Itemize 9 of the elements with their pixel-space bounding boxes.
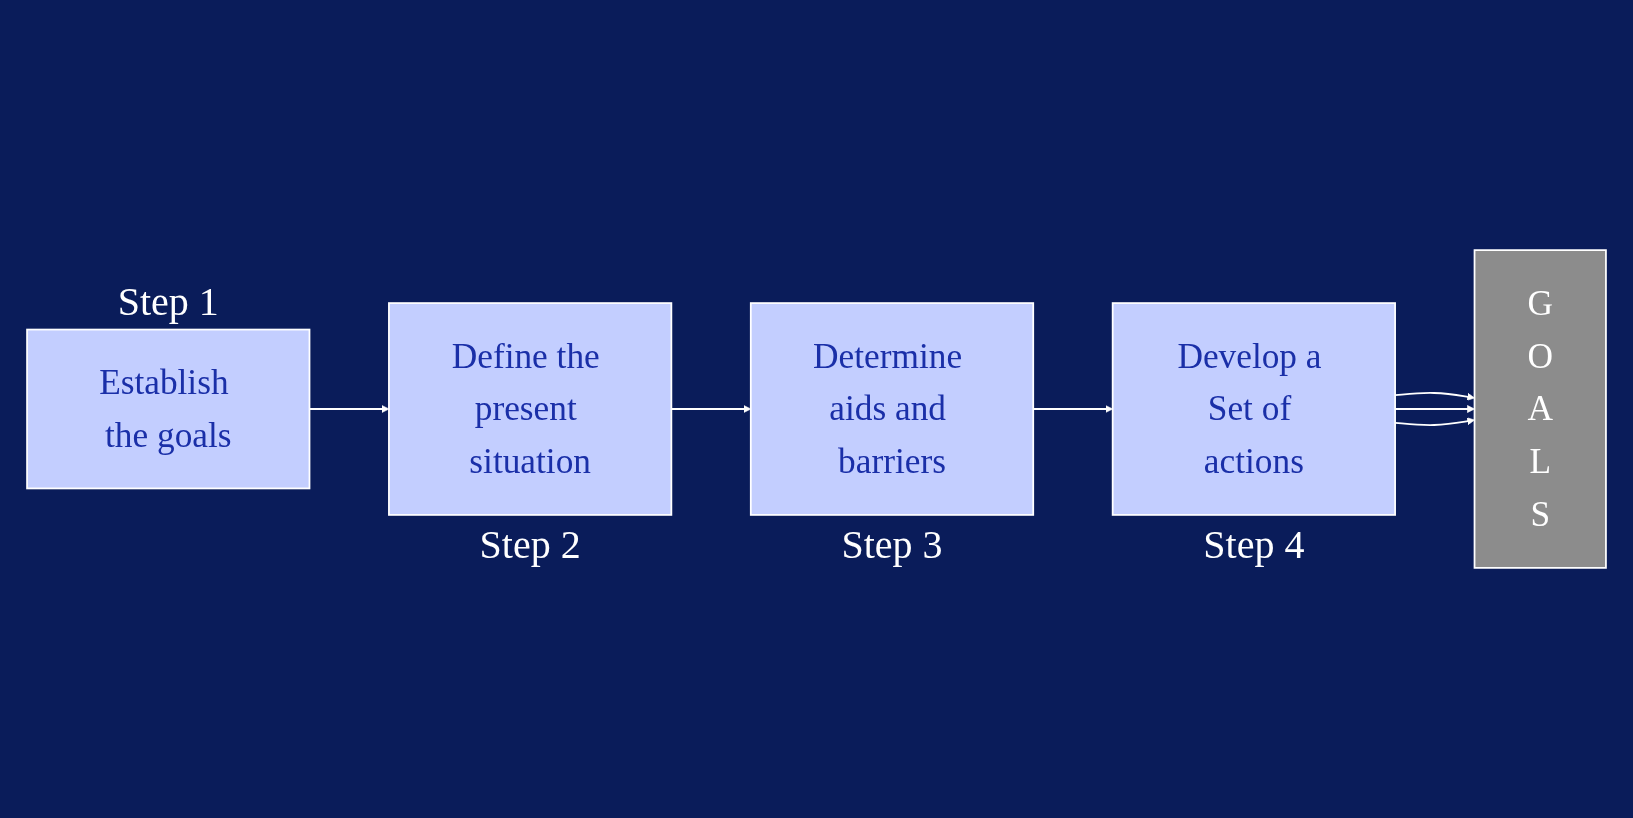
step-label: Step 1 — [117, 277, 219, 325]
node-box: Define the present situation — [388, 302, 673, 516]
node-box: Establish the goals — [26, 328, 311, 490]
node-box: Develop a Set of actions — [1111, 302, 1396, 516]
node-box: G O A L S — [1473, 249, 1607, 569]
step-label: Step 2 — [479, 520, 581, 568]
step-label: Step 4 — [1203, 520, 1305, 568]
step-label: Step 3 — [841, 520, 943, 568]
node-box: Determine aids and barriers — [749, 302, 1035, 516]
